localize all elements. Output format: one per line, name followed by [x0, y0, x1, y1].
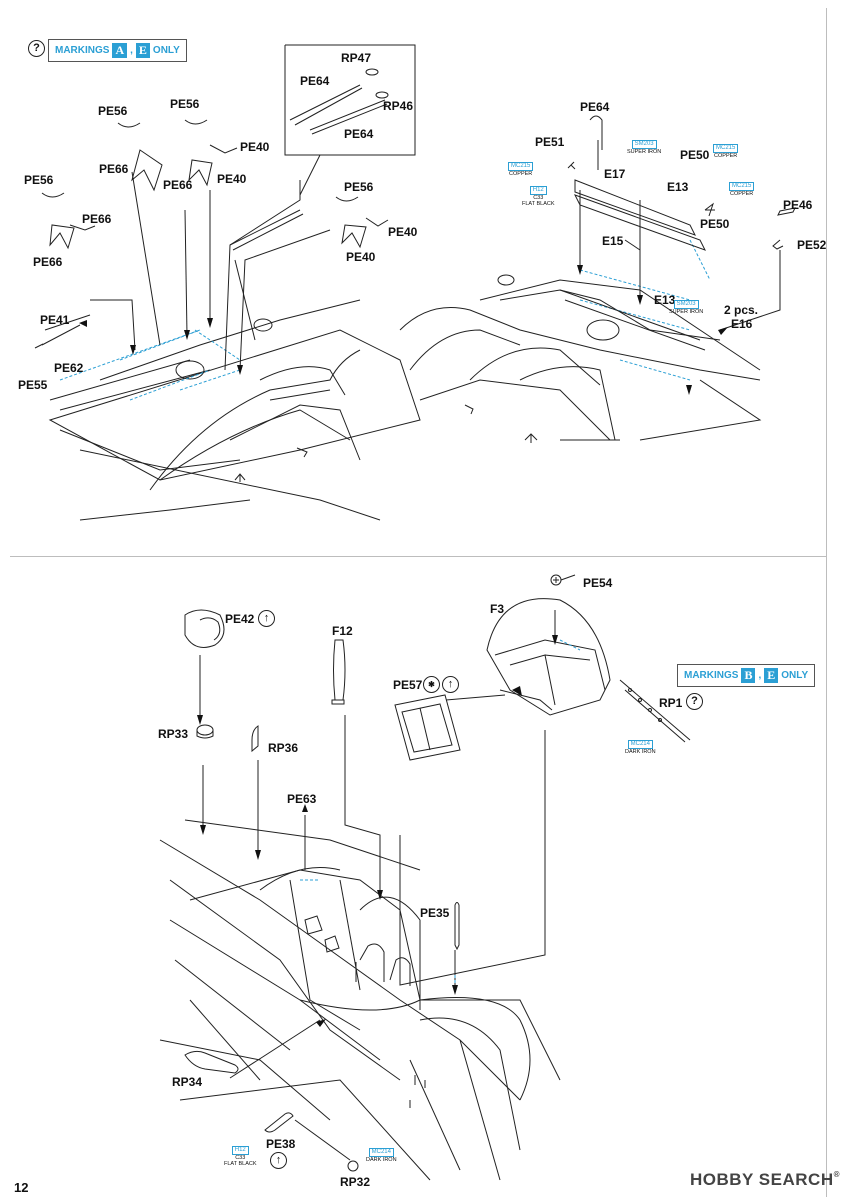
- question-icon: ?: [686, 693, 703, 710]
- label-pe56: PE56: [98, 104, 128, 118]
- label-pe38: PE38: [266, 1137, 296, 1151]
- label-pe50: PE50: [700, 217, 730, 231]
- label-pe52: PE52: [797, 238, 827, 252]
- markings-badge-top: MARKINGS A, E ONLY: [48, 39, 187, 62]
- label-pe51: PE51: [535, 135, 565, 149]
- label-e13: E13: [667, 180, 689, 194]
- label-pe64: PE64: [300, 74, 330, 88]
- label-e17: E17: [604, 167, 626, 181]
- label-pe40: PE40: [346, 250, 376, 264]
- label-pe41: PE41: [40, 313, 70, 327]
- label-pe40: PE40: [217, 172, 247, 186]
- label-pe66: PE66: [82, 212, 112, 226]
- label-pe42: PE42: [225, 612, 255, 626]
- label-pe66: PE66: [163, 178, 193, 192]
- label-rp47: RP47: [341, 51, 372, 65]
- label-rp36: RP36: [268, 741, 299, 755]
- label-pe46: PE46: [783, 198, 813, 212]
- label-pe62: PE62: [54, 361, 84, 375]
- label-e16: E16: [731, 317, 753, 331]
- label-rp46: RP46: [383, 99, 414, 113]
- label-pe66: PE66: [33, 255, 63, 269]
- label-f12: F12: [332, 624, 353, 638]
- bend-arrow-icon: ↑: [258, 610, 275, 627]
- label-pe55: PE55: [18, 378, 48, 392]
- label-pe64: PE64: [580, 100, 610, 114]
- label-pe57: PE57: [393, 678, 423, 692]
- label-pe56: PE56: [344, 180, 374, 194]
- label-e15: E15: [602, 234, 624, 248]
- watermark: HOBBY SEARCH®: [690, 1170, 840, 1189]
- bend-arrow-icon: ↑: [442, 676, 459, 693]
- label-pe56: PE56: [24, 173, 54, 187]
- label-pe54: PE54: [583, 576, 613, 590]
- label-2-pcs: 2 pcs.: [724, 303, 759, 317]
- label-rp34: RP34: [172, 1075, 203, 1089]
- label-rp32: RP32: [340, 1175, 371, 1189]
- label-pe40: PE40: [388, 225, 418, 239]
- label-pe40: PE40: [240, 140, 270, 154]
- label-pe56: PE56: [170, 97, 200, 111]
- bend-arrow-icon: ↑: [270, 1152, 287, 1169]
- label-pe66: PE66: [99, 162, 129, 176]
- label-pe35: PE35: [420, 906, 450, 920]
- label-rp33: RP33: [158, 727, 189, 741]
- page-number: 12: [14, 1180, 29, 1195]
- question-icon: ?: [28, 40, 45, 57]
- label-f3: F3: [490, 602, 505, 616]
- label-pe50: PE50: [680, 148, 710, 162]
- label-pe63: PE63: [287, 792, 317, 806]
- markings-badge-bottom: MARKINGS B, E ONLY: [677, 664, 816, 687]
- label-e13: E13: [654, 293, 676, 307]
- dual-option-icon: ✱: [423, 676, 440, 693]
- label-pe64: PE64: [344, 127, 374, 141]
- bottom-panel-frame: [10, 556, 827, 1197]
- label-rp1: RP1: [659, 696, 683, 710]
